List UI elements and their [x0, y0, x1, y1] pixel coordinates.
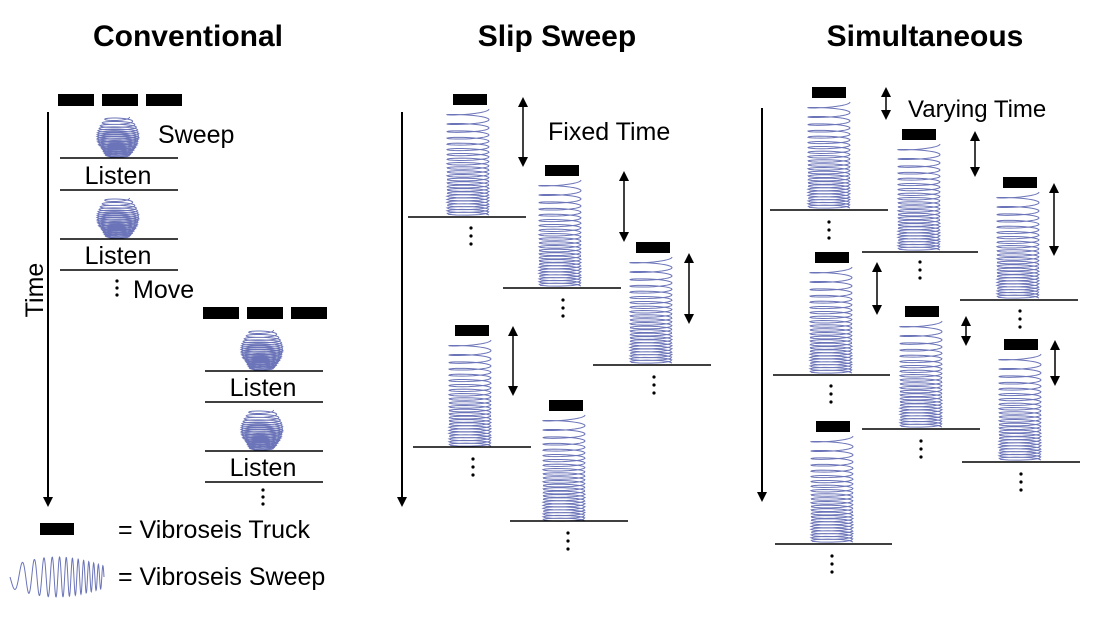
sweep-coil [997, 353, 1043, 461]
sweep-coil-path [808, 266, 854, 374]
legend-sweep-label: = Vibroseis Sweep [118, 563, 325, 591]
truck-icon [812, 87, 846, 98]
sweep-coil [239, 329, 284, 371]
truck-icon [146, 94, 182, 106]
listen-label: Listen [230, 454, 297, 482]
sweep-coil-path [95, 197, 140, 239]
truck-group-2 [203, 307, 327, 319]
sweep-coil-path [447, 339, 493, 447]
truck-icon [902, 129, 936, 140]
varying-time-label: Varying Time [908, 96, 1046, 123]
continuation-dots [829, 384, 833, 404]
continuation-dots [652, 375, 656, 395]
truck-icon [247, 307, 283, 319]
sweep-coil [898, 320, 944, 428]
continuation-dots [919, 439, 923, 459]
fixed-time-label: Fixed Time [548, 118, 670, 146]
truck-icon [1003, 177, 1037, 188]
truck-icon [453, 94, 487, 105]
truck-icon [545, 165, 579, 176]
sweep-coil-path [806, 101, 852, 209]
sweep-coil-path [896, 143, 942, 251]
sweep-coil-path [997, 353, 1043, 461]
continuation-dots [827, 220, 831, 240]
continuation-dots [918, 260, 922, 280]
panel-title-slip-sweep: Slip Sweep [478, 20, 636, 53]
truck-icon [203, 307, 239, 319]
panel-title-conventional: Conventional [93, 20, 283, 53]
sweep-coil-path [898, 320, 944, 428]
continuation-dots [830, 554, 834, 574]
panel-slip-sweep: Slip Sweep Fixed Time [397, 20, 711, 551]
panel-title-simultaneous: Simultaneous [827, 20, 1024, 53]
move-label: Move [133, 276, 194, 304]
sweep-coil [239, 409, 284, 451]
sweep-coil [809, 435, 855, 543]
sweep-coil [995, 191, 1041, 299]
continuation-dots [471, 457, 475, 477]
sweep-label: Sweep [158, 121, 234, 149]
sweep-coil [537, 179, 583, 287]
truck-icon [58, 94, 94, 106]
listen-label: Listen [85, 242, 152, 270]
legend: = Vibroseis Truck = Vibroseis Sweep [9, 516, 325, 598]
truck-icon [455, 325, 489, 336]
legend-sweep-icon [9, 555, 105, 598]
continuation-dots [261, 488, 265, 506]
sweep-coil-path [541, 414, 587, 522]
sweep-coil [628, 256, 674, 364]
time-axis-label: Time [21, 263, 49, 318]
truck-icon [102, 94, 138, 106]
truck-group-1 [58, 94, 182, 106]
sweep-coil [808, 266, 854, 374]
truck-icon [905, 306, 939, 317]
sweep-coil-path [995, 191, 1041, 299]
sweep-coil-path [95, 116, 140, 158]
continuation-dots [1018, 309, 1022, 329]
listen-label: Listen [85, 162, 152, 190]
continuation-dots [469, 226, 473, 246]
sweep-coil-path [628, 256, 674, 364]
sweep-coil [541, 414, 587, 522]
sweep-coil-path [809, 435, 855, 543]
truck-icon [815, 252, 849, 263]
sweep-coil-path [9, 555, 105, 598]
continuation-dots [115, 279, 119, 297]
continuation-dots [1019, 472, 1023, 492]
continuation-dots [561, 298, 565, 318]
truck-icon [549, 400, 583, 411]
listen-label: Listen [230, 374, 297, 402]
sweep-coil-path [239, 329, 284, 371]
truck-icon [816, 421, 850, 432]
sweep-coil [447, 339, 493, 447]
truck-icon [636, 242, 670, 253]
sweep-coil [445, 108, 491, 216]
sweep-coil-path [239, 409, 284, 451]
sweep-coil [95, 116, 140, 158]
sweep-coil [95, 197, 140, 239]
truck-icon [1004, 339, 1038, 350]
truck-icon [291, 307, 327, 319]
sweep-coil [896, 143, 942, 251]
sweep-coil [806, 101, 852, 209]
legend-truck-label: = Vibroseis Truck [118, 516, 310, 544]
continuation-dots [566, 531, 570, 551]
legend-truck-icon [40, 523, 74, 535]
sweep-coil-path [537, 179, 583, 287]
panel-conventional: Conventional Time Sweep Listen Listen Mo… [21, 20, 327, 507]
panel-simultaneous: Simultaneous Varying Time [757, 20, 1080, 574]
sweep-coil-path [445, 108, 491, 216]
